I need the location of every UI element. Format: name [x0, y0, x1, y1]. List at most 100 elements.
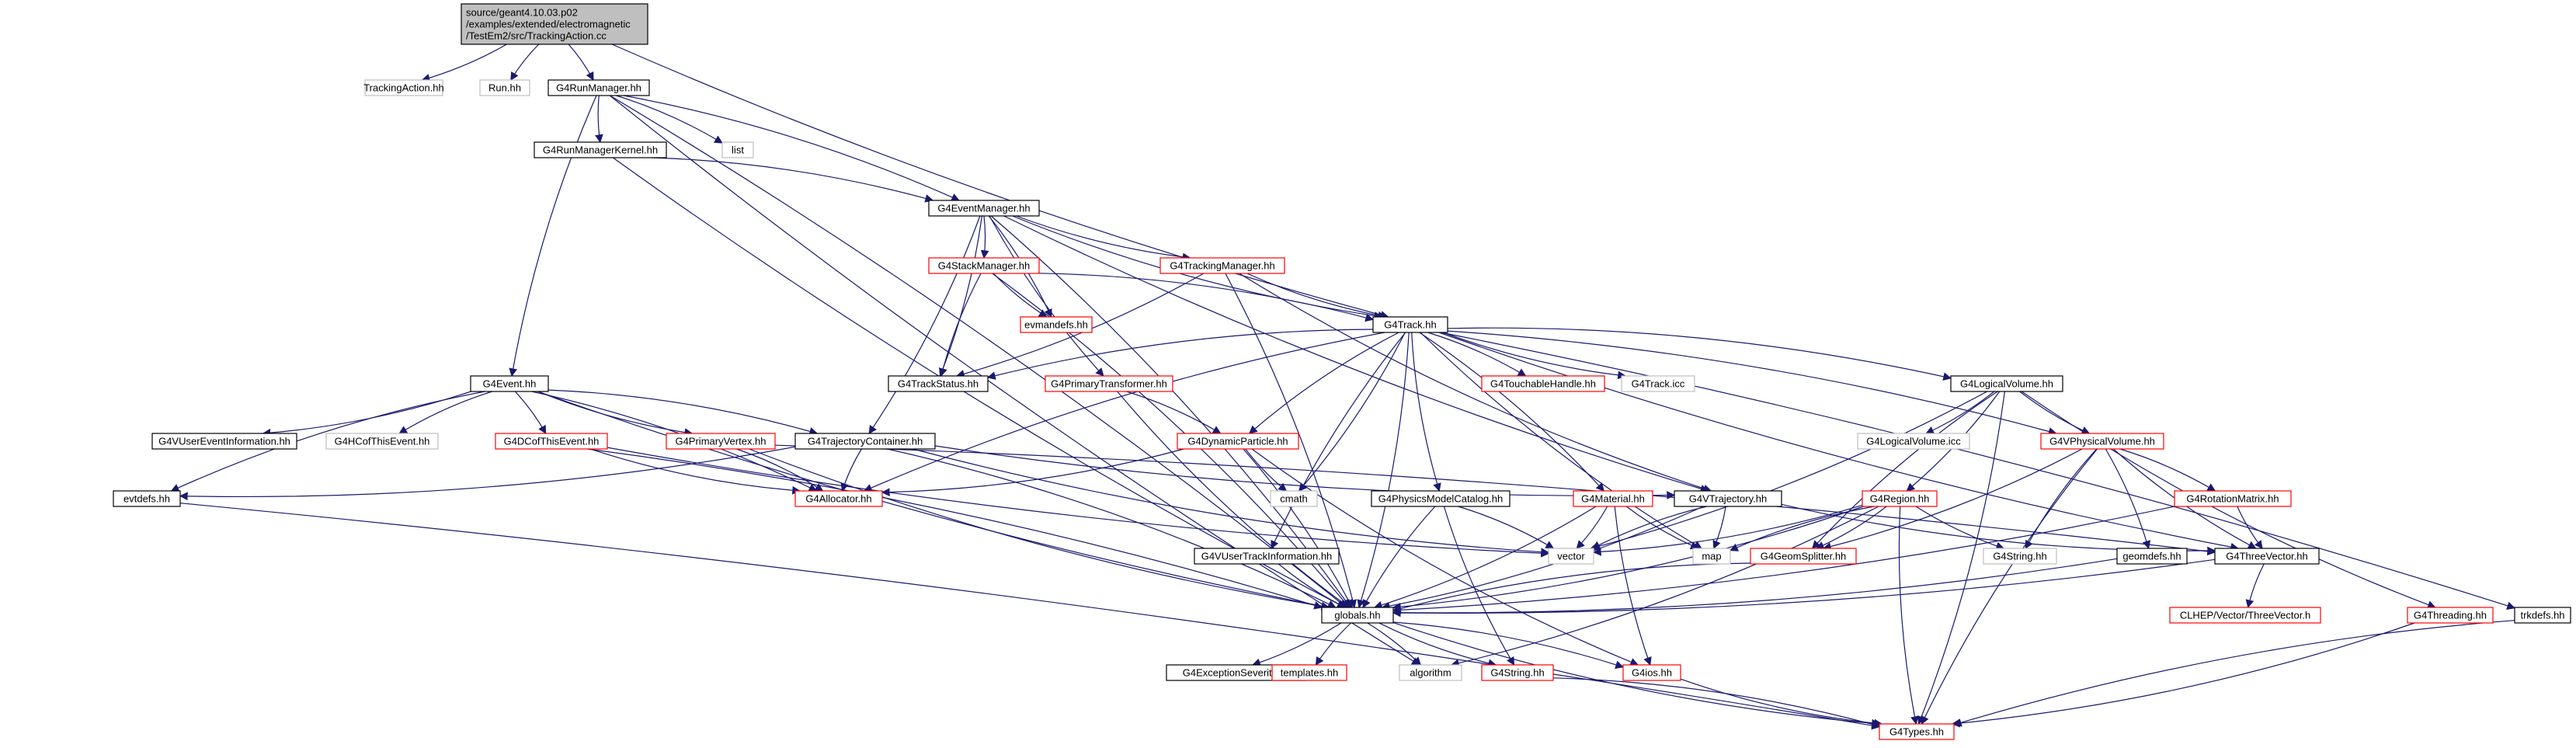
edge-g4logicalvolume-hh-to-g4types-hh: [1917, 391, 2005, 725]
node-label: evtdefs.hh: [123, 493, 170, 505]
node-label: G4Material.hh: [1581, 493, 1645, 505]
node-label: G4RotationMatrix.hh: [2186, 493, 2279, 505]
node-label: G4RunManager.hh: [556, 82, 641, 94]
edge-g4runmanager-hh-to-g4runmanagerkernel-hh: [595, 95, 603, 144]
node-g4logicalvolume-hh[interactable]: G4LogicalVolume.hh: [1950, 375, 2063, 392]
edge-g4stackmanager-hh-to-g4track-hh: [1038, 273, 1375, 322]
node-box: [1622, 664, 1681, 681]
edge-g4threevector-hh-to-clhep-threevector-h: [2245, 563, 2265, 609]
node-g4trackingmanager-hh[interactable]: G4TrackingManager.hh: [1159, 257, 1285, 274]
edge-g4track-hh-to-g4track-icc: [1442, 332, 1627, 380]
node-box: [1270, 490, 1318, 507]
edge-g4event-hh-to-g4trajectorycontainer-hh: [548, 389, 819, 436]
edge-g4region-hh-to-g4types-hh: [1898, 506, 1919, 725]
edge-globals-hh-to-algorithm: [1367, 622, 1422, 666]
edge-g4region-hh-to-algorithm: [1450, 506, 1879, 667]
node-label: map: [1702, 551, 1721, 562]
node-globals-hh[interactable]: globals.hh: [1321, 607, 1394, 624]
node-g4eventmanager-hh[interactable]: G4EventManager.hh: [928, 200, 1040, 217]
edge-g4logicalvolume-hh-to-g4vphysicalvolume-hh: [2019, 391, 2091, 434]
node-evmandefs-hh[interactable]: evmandefs.hh: [1020, 316, 1093, 333]
edge-globals-hh-to-g4string-hh: [1378, 622, 1497, 668]
node-label: G4DynamicParticle.hh: [1187, 436, 1288, 447]
node-box: [1950, 375, 2063, 392]
node-g4ios-hh[interactable]: G4ios.hh: [1622, 664, 1681, 681]
node-g4runmanagerkernel-hh[interactable]: G4RunManagerKernel.hh: [534, 141, 667, 158]
edge-g4dcofthisevent-hh-to-globals-hh: [587, 448, 1323, 610]
node-box: [2040, 433, 2164, 450]
node-trkdefs-hh[interactable]: trkdefs.hh: [2514, 607, 2571, 624]
node-run-hh: Run.hh: [479, 79, 530, 96]
edge-g4logicalvolume-hh-to-vector: [1590, 391, 1987, 551]
edge-g4event-hh-to-evtdefs-hh: [170, 391, 485, 492]
node-g4material-hh[interactable]: G4Material.hh: [1573, 490, 1653, 507]
node-box: [548, 79, 650, 96]
node-g4physicsmodelcatalog-hh[interactable]: G4PhysicsModelCatalog.hh: [1371, 490, 1510, 507]
node-g4logicalvolume-icc: G4LogicalVolume.icc: [1857, 433, 1970, 450]
edge-g4eventmanager-hh-to-g4track-hh: [1012, 215, 1383, 320]
edge-g4runmanagerkernel-hh-to-g4eventmanager-hh: [651, 157, 934, 203]
node-g4vphysicalvolume-hh[interactable]: G4VPhysicalVolume.hh: [2040, 433, 2164, 450]
node-g4geomsplitter-hh[interactable]: G4GeomSplitter.hh: [1750, 548, 1857, 565]
node-g4rotationmatrix-hh[interactable]: G4RotationMatrix.hh: [2174, 490, 2292, 507]
node-label: evmandefs.hh: [1024, 319, 1088, 331]
edge-g4rotationmatrix-hh-to-globals-hh: [1392, 506, 2175, 614]
node-g4trackstatus-hh[interactable]: G4TrackStatus.hh: [888, 375, 989, 392]
node-box: [1177, 433, 1299, 450]
node-g4track-hh[interactable]: G4Track.hh: [1372, 316, 1448, 333]
edge-g4vphysicalvolume-hh-to-g4types-hh: [1921, 448, 2098, 725]
node-g4event-hh[interactable]: G4Event.hh: [470, 375, 549, 392]
node-evtdefs-hh[interactable]: evtdefs.hh: [113, 490, 181, 507]
edge-g4track-hh-to-cmath: [1298, 332, 1406, 492]
node-g4threading-hh[interactable]: G4Threading.hh: [2407, 607, 2494, 624]
node-box: [151, 433, 297, 450]
edge-g4stackmanager-hh-to-g4trackstatus-hh: [939, 273, 982, 377]
node-geomdefs-hh[interactable]: geomdefs.hh: [2116, 548, 2188, 565]
node-label: G4TrackingManager.hh: [1170, 260, 1274, 272]
node-cmath: cmath: [1270, 490, 1318, 507]
node-box: [534, 141, 667, 158]
node-label: G4VUserTrackInformation.hh: [1201, 551, 1333, 562]
edge-g4vtrajectory-hh-to-globals-hh: [1381, 506, 1704, 611]
edge-g4region-hh-to-globals-hh: [1392, 506, 1864, 611]
node-g4stackmanager-hh[interactable]: G4StackManager.hh: [928, 257, 1040, 274]
node-g4types-hh[interactable]: G4Types.hh: [1879, 723, 1955, 740]
node-g4trajectorycontainer-hh[interactable]: G4TrajectoryContainer.hh: [794, 433, 936, 450]
node-label: G4VPhysicalVolume.hh: [2049, 436, 2155, 447]
node-g4touchablehandle-hh[interactable]: G4TouchableHandle.hh: [1481, 375, 1605, 392]
edge-g4region-hh-to-g4string-hh-top: [1915, 506, 2005, 551]
node-g4vusereventinformation-hh[interactable]: G4VUserEventInformation.hh: [151, 433, 297, 450]
node-label: G4PrimaryVertex.hh: [675, 436, 766, 447]
node-g4string-hh-top: G4String.hh: [1983, 548, 2057, 565]
edge-g4event-hh-to-g4allocator-hh: [531, 391, 818, 492]
node-box: [364, 79, 443, 96]
node-g4vusertrackinformation-hh[interactable]: G4VUserTrackInformation.hh: [1194, 548, 1340, 565]
node-g4primaryvertex-hh[interactable]: G4PrimaryVertex.hh: [666, 433, 776, 450]
node-clhep-threevector-h[interactable]: CLHEP/Vector/ThreeVector.h: [2169, 607, 2321, 624]
node-g4runmanager-hh[interactable]: G4RunManager.hh: [548, 79, 650, 96]
node-g4vtrajectory-hh[interactable]: G4VTrajectory.hh: [1674, 490, 1782, 507]
edge-g4track-hh-to-map: [1420, 332, 1702, 549]
edge-g4trackingmanager-hh-to-g4track-hh: [1246, 273, 1387, 320]
node-g4dynamicparticle-hh[interactable]: G4DynamicParticle.hh: [1177, 433, 1299, 450]
node-g4allocator-hh[interactable]: G4Allocator.hh: [794, 490, 883, 507]
node-label: G4EventManager.hh: [937, 203, 1030, 214]
node-g4string-hh[interactable]: G4String.hh: [1481, 664, 1554, 681]
edge-globals-hh-to-g4types-hh: [1392, 622, 1881, 728]
edge-trkdefs-hh-to-g4types-hh: [1952, 620, 2515, 727]
edge-g4logicalvolume-hh-to-g4geomsplitter-hh: [1812, 391, 1998, 549]
node-label: list: [732, 144, 744, 156]
edge-g4track-hh-to-g4allocator-hh: [863, 332, 1385, 492]
edge-g4track-hh-to-g4touchablehandle-hh: [1427, 332, 1527, 377]
node-label: G4StackManager.hh: [938, 260, 1031, 272]
node-box: [2169, 607, 2321, 624]
edge-g4dcofthisevent-hh-to-g4allocator-hh: [589, 448, 801, 495]
node-g4primarytransformer-hh[interactable]: G4PrimaryTransformer.hh: [1045, 375, 1173, 392]
edge-g4logicalvolume-hh-to-g4logicalvolume-icc: [1925, 391, 1995, 434]
node-g4threevector-hh[interactable]: G4ThreeVector.hh: [2214, 548, 2320, 565]
node-root[interactable]: source/geant4.10.03.p02/examples/extende…: [461, 3, 648, 45]
node-templates-hh[interactable]: templates.hh: [1271, 664, 1347, 681]
edge-g4track-hh-to-trkdefs-hh: [1440, 332, 2516, 611]
node-g4dcofthisevent-hh[interactable]: G4DCofThisEvent.hh: [495, 433, 608, 450]
node-g4region-hh[interactable]: G4Region.hh: [1862, 490, 1938, 507]
